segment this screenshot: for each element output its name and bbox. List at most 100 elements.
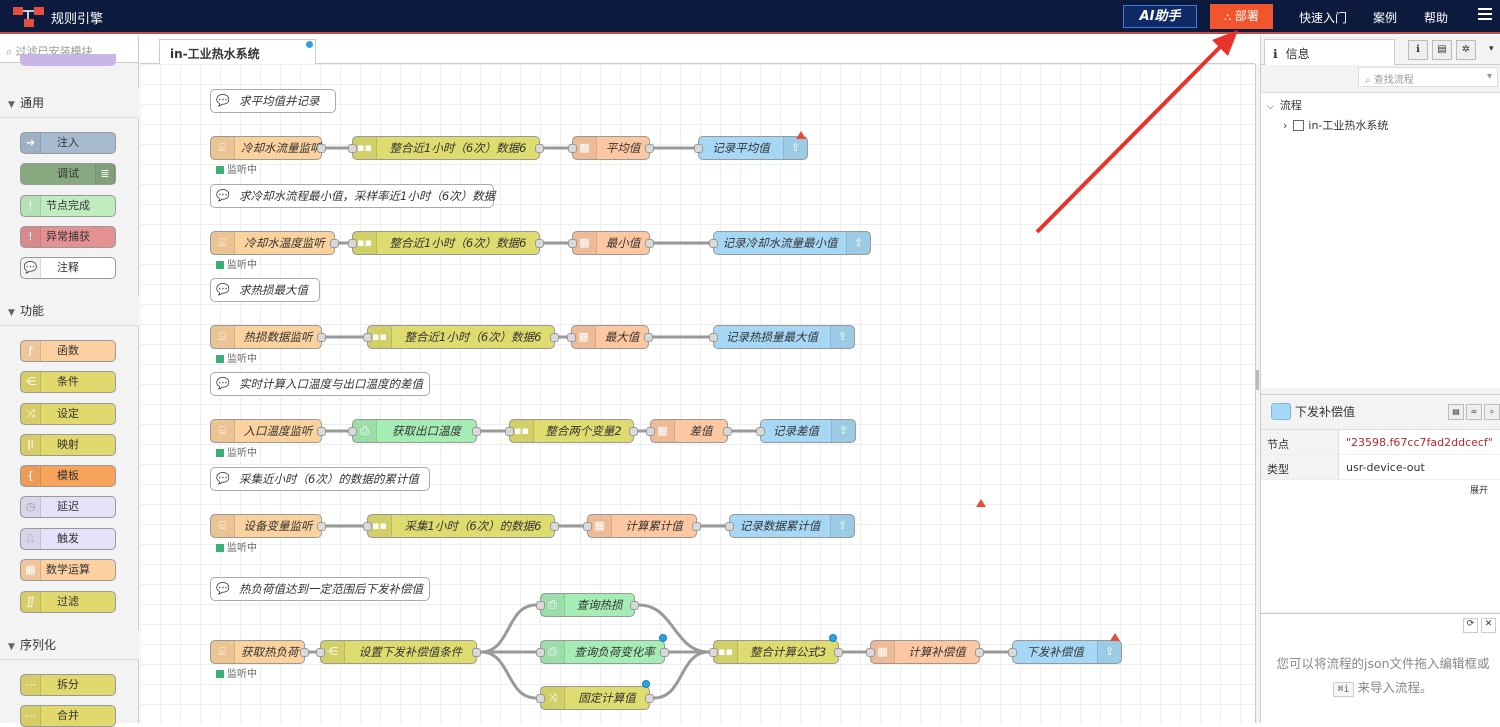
splitter-handle[interactable] [1256, 370, 1259, 390]
node-calc-compensation[interactable]: ▦计算补偿值 [866, 640, 984, 664]
node-query-load-rate[interactable]: ⎙查询负荷变化率 [536, 640, 669, 664]
flow-comment[interactable]: 💬求热损最大值 [210, 278, 320, 302]
book-icon[interactable]: ▤ [1432, 40, 1452, 60]
palette-node-join[interactable]: ⋯合并 [20, 705, 116, 727]
category-common[interactable]: ▼通用 [0, 88, 139, 118]
output-port[interactable] [535, 144, 544, 153]
bug-icon[interactable]: ✲ [1456, 40, 1476, 60]
tree-root[interactable]: ⌵流程 [1267, 99, 1302, 112]
palette-node-trigger[interactable]: ⎍触发 [20, 528, 116, 550]
input-port[interactable] [316, 648, 325, 657]
output-port[interactable] [317, 427, 326, 436]
palette-node-switch[interactable]: ⋲条件 [20, 371, 116, 393]
output-port[interactable] [550, 522, 559, 531]
node-join-formula[interactable]: ▪▪整合计算公式3 [709, 640, 843, 664]
input-port[interactable] [1008, 648, 1017, 657]
input-port[interactable] [725, 522, 734, 531]
sidebar-splitter[interactable] [1255, 64, 1260, 723]
category-function[interactable]: ▼功能 [0, 296, 139, 326]
node-average[interactable]: ▦平均值 [568, 136, 654, 160]
expand-link[interactable]: 展开 [1469, 486, 1488, 496]
output-port[interactable] [330, 239, 339, 248]
flow-canvas[interactable]: ⌸冷却水流量监听监听中▪▪整合近1小时（6次）数据6▦平均值⇪记录平均值⌸冷却水… [140, 64, 1255, 723]
node-calc-cumulative[interactable]: ▦计算累计值 [583, 514, 701, 538]
input-port[interactable] [536, 648, 545, 657]
node-get-heat-load[interactable]: ⌸获取热负荷 [210, 640, 309, 664]
output-port[interactable] [317, 333, 326, 342]
output-port[interactable] [660, 648, 669, 657]
node-set-condition[interactable]: ⋲设置下发补偿值条件 [316, 640, 481, 664]
output-port[interactable] [317, 522, 326, 531]
chevron-down-icon[interactable]: ▾ [1489, 44, 1494, 54]
input-port[interactable] [709, 648, 718, 657]
info-tool-icon[interactable]: ℹ [1408, 40, 1428, 60]
input-port[interactable] [505, 427, 514, 436]
node-min[interactable]: ▦最小值 [568, 231, 654, 255]
category-sequence[interactable]: ▼序列化 [0, 630, 139, 660]
palette-node-change[interactable]: ⤨设定 [20, 403, 116, 425]
node-collect-data[interactable]: ▪▪采集1小时（6次）的数据6 [363, 514, 559, 538]
output-port[interactable] [834, 648, 843, 657]
node-get-outlet-temp[interactable]: ⎙获取出口温度 [348, 419, 481, 443]
flow-search-input[interactable]: ⌕ 查找流程 ▾ [1358, 67, 1498, 87]
output-port[interactable] [300, 648, 309, 657]
node-record-min[interactable]: ⇪记录冷却水流量最小值 [709, 231, 871, 255]
output-port[interactable] [723, 427, 732, 436]
node-cooling-temp-listen[interactable]: ⌸冷却水温度监听 [210, 231, 339, 255]
input-port[interactable] [348, 144, 357, 153]
flow-comment[interactable]: 💬求冷却水流程最小值，采样率近1小时（6次）数据 [210, 184, 495, 208]
deploy-button[interactable]: ⛬ 部署 [1210, 4, 1273, 29]
flow-comment[interactable]: 💬实时计算入口温度与出口温度的差值 [210, 372, 430, 396]
input-port[interactable] [756, 427, 765, 436]
output-port[interactable] [472, 648, 481, 657]
node-fixed-value[interactable]: ⤨固定计算值 [536, 686, 654, 710]
flow-wire[interactable] [480, 650, 537, 700]
output-port[interactable] [535, 239, 544, 248]
node-record-diff[interactable]: ⇪记录差值 [756, 419, 856, 443]
input-port[interactable] [694, 144, 703, 153]
ai-assistant-button[interactable]: AI助手 [1123, 5, 1197, 28]
search-icon[interactable]: ⌕ [1484, 404, 1500, 420]
link-icon[interactable]: ∞ [1466, 404, 1482, 420]
nav-help[interactable]: 帮助 [1424, 11, 1449, 25]
palette-node-comment[interactable]: 💬注释 [20, 257, 116, 279]
input-port[interactable] [709, 239, 718, 248]
output-port[interactable] [692, 522, 701, 531]
close-icon[interactable]: ✕ [1481, 618, 1496, 633]
flow-comment[interactable]: 💬求平均值并记录 [210, 89, 336, 113]
node-query-heatloss[interactable]: ⎙查询热损 [536, 593, 639, 617]
input-port[interactable] [568, 239, 577, 248]
input-port[interactable] [568, 144, 577, 153]
flow-wire[interactable] [480, 603, 537, 654]
input-port[interactable] [363, 522, 372, 531]
input-port[interactable] [536, 601, 545, 610]
input-port[interactable] [866, 648, 875, 657]
node-heatloss-listen[interactable]: ⌸热损数据监听 [210, 325, 326, 349]
output-port[interactable] [645, 694, 654, 703]
node-join-avg[interactable]: ▪▪整合近1小时（6次）数据6 [348, 136, 544, 160]
flow-comment[interactable]: 💬采集近小时（6次）的数据的累计值 [210, 467, 430, 491]
nav-examples[interactable]: 案例 [1373, 11, 1398, 25]
output-port[interactable] [630, 601, 639, 610]
node-join-two-vars[interactable]: ▪▪整合两个变量2 [505, 419, 638, 443]
output-port[interactable] [629, 427, 638, 436]
node-record-max[interactable]: ⇪记录热损量最大值 [709, 325, 855, 349]
node-cooling-flow-listen[interactable]: ⌸冷却水流量监听 [210, 136, 326, 160]
palette-node-math[interactable]: ▦数学运算 [20, 559, 116, 581]
book-icon[interactable]: ▤ [1448, 404, 1464, 420]
nav-quickstart[interactable]: 快速入门 [1299, 11, 1348, 25]
output-port[interactable] [975, 648, 984, 657]
palette-node-filter[interactable]: ∬过滤 [20, 591, 116, 613]
node-send-compensation[interactable]: ⇪下发补偿值 [1008, 640, 1122, 664]
input-port[interactable] [567, 333, 576, 342]
output-port[interactable] [317, 144, 326, 153]
input-port[interactable] [583, 522, 592, 531]
input-port[interactable] [536, 694, 545, 703]
input-port[interactable] [348, 427, 357, 436]
node-record-average[interactable]: ⇪记录平均值 [694, 136, 808, 160]
output-port[interactable] [472, 427, 481, 436]
node-join-max[interactable]: ▪▪整合近1小时（6次）数据6 [363, 325, 559, 349]
